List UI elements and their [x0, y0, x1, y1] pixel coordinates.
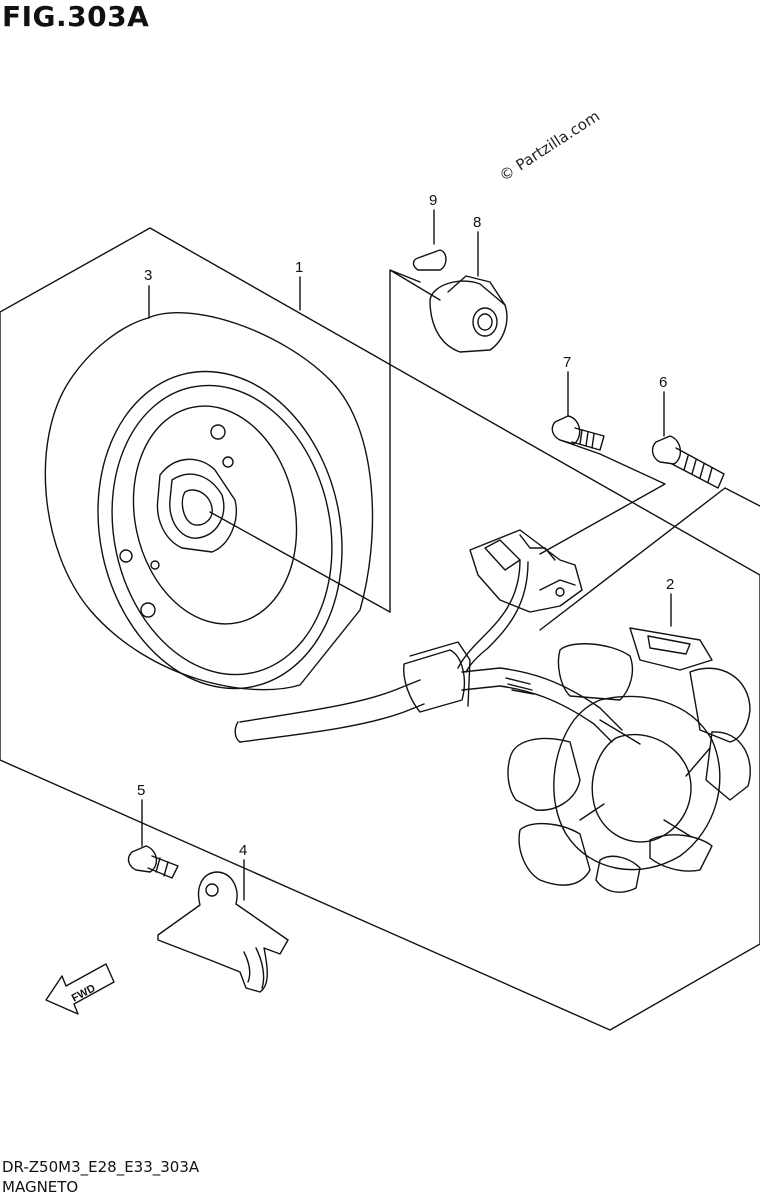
callout-8: 8 [473, 214, 481, 231]
flywheel-rotor [44, 312, 391, 691]
bolt6-bracket [539, 487, 760, 631]
wire-harness [234, 559, 623, 743]
bolt-7 [551, 415, 605, 451]
callout-6: 6 [659, 374, 667, 391]
callout-3: 3 [144, 267, 152, 284]
callout-7: 7 [563, 354, 571, 371]
figure-title: FIG.303A [2, 0, 150, 33]
screw-5 [127, 845, 179, 879]
fwd-label: FWD [70, 982, 98, 1004]
pickup-coil [469, 529, 583, 613]
callout-5: 5 [137, 782, 145, 799]
fwd-arrow-icon [45, 963, 115, 1015]
bolt-6 [651, 435, 725, 489]
bolt-bracket [539, 439, 666, 555]
drawing-code: DR-Z50M3_E28_E33_303A [2, 1158, 200, 1176]
flange-nut [429, 275, 508, 353]
callout-2: 2 [666, 576, 674, 593]
diagram-caption: MAGNETO [2, 1178, 79, 1196]
callout-1: 1 [295, 259, 303, 276]
stator [507, 627, 751, 893]
callout-4: 4 [239, 842, 247, 859]
wire-clamp-plate [157, 871, 289, 993]
woodruff-key [412, 249, 447, 271]
callout-9: 9 [429, 192, 437, 209]
assembly-frame [0, 227, 760, 1031]
